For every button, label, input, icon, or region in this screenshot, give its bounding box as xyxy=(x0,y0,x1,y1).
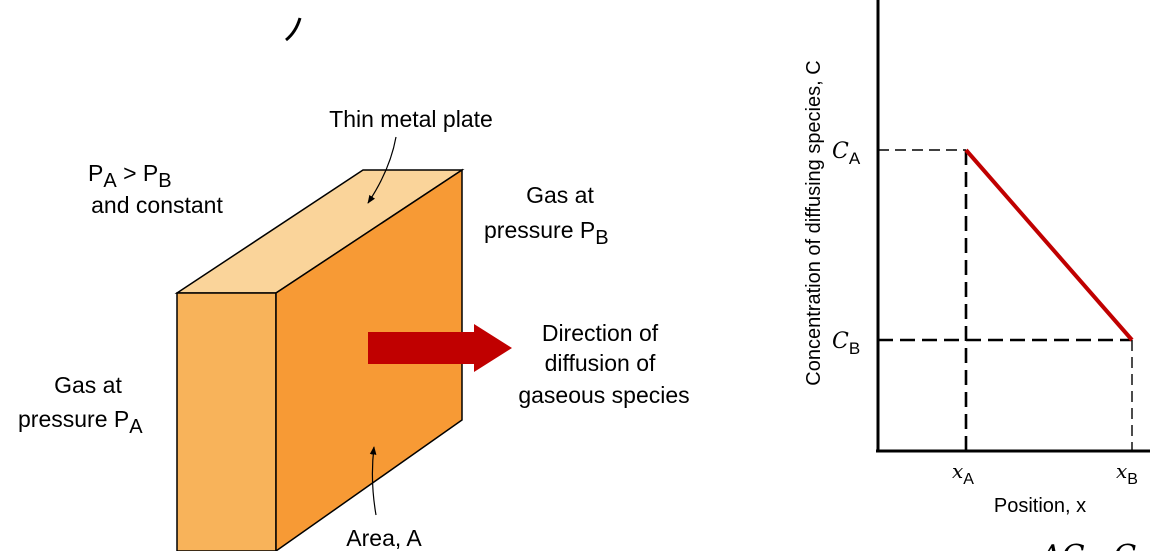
area-leader-line xyxy=(369,446,377,516)
svg-text:pressure PA: pressure PA xyxy=(18,406,143,438)
plate-left-face xyxy=(176,292,277,552)
svg-text:Gas at: Gas at xyxy=(54,372,122,398)
svg-text:diffusion of: diffusion of xyxy=(545,350,656,376)
plate-leader-line xyxy=(367,136,397,204)
tick-label-xb: xB xyxy=(1116,459,1138,488)
plate-label: Thin metal plate xyxy=(329,106,493,132)
gas-left-label: Gas at pressure PA xyxy=(18,372,143,438)
concentration-profile-line xyxy=(964,148,1134,342)
svg-text:PA > PB: PA > PB xyxy=(88,160,172,192)
diffusion-arrow xyxy=(368,324,512,372)
area-label: Area, A xyxy=(346,525,422,551)
x-axis-label: Position, x xyxy=(994,495,1086,517)
svg-text:pressure PB: pressure PB xyxy=(484,217,609,249)
formula-fragment: ΔC C xyxy=(1039,539,1136,551)
stray-mark xyxy=(285,17,302,42)
tick-label-xa: xA xyxy=(952,459,974,488)
tick-label-cb: CB xyxy=(832,329,860,358)
svg-text:and constant: and constant xyxy=(91,192,223,218)
svg-text:Direction of: Direction of xyxy=(542,320,659,346)
svg-text:gaseous species: gaseous species xyxy=(518,382,689,408)
diffusion-direction-label: Direction of diffusion of gaseous specie… xyxy=(518,320,689,408)
pressure-condition: PA > PB and constant xyxy=(88,160,223,218)
concentration-chart: CA CB xA xB Position, x Concentration of… xyxy=(803,0,1150,556)
tick-label-ca: CA xyxy=(832,139,861,168)
y-axis-label: Concentration of diffusing species, C xyxy=(803,60,825,385)
svg-text:Gas at: Gas at xyxy=(526,182,594,208)
gas-right-label: Gas at pressure PB xyxy=(484,182,609,249)
